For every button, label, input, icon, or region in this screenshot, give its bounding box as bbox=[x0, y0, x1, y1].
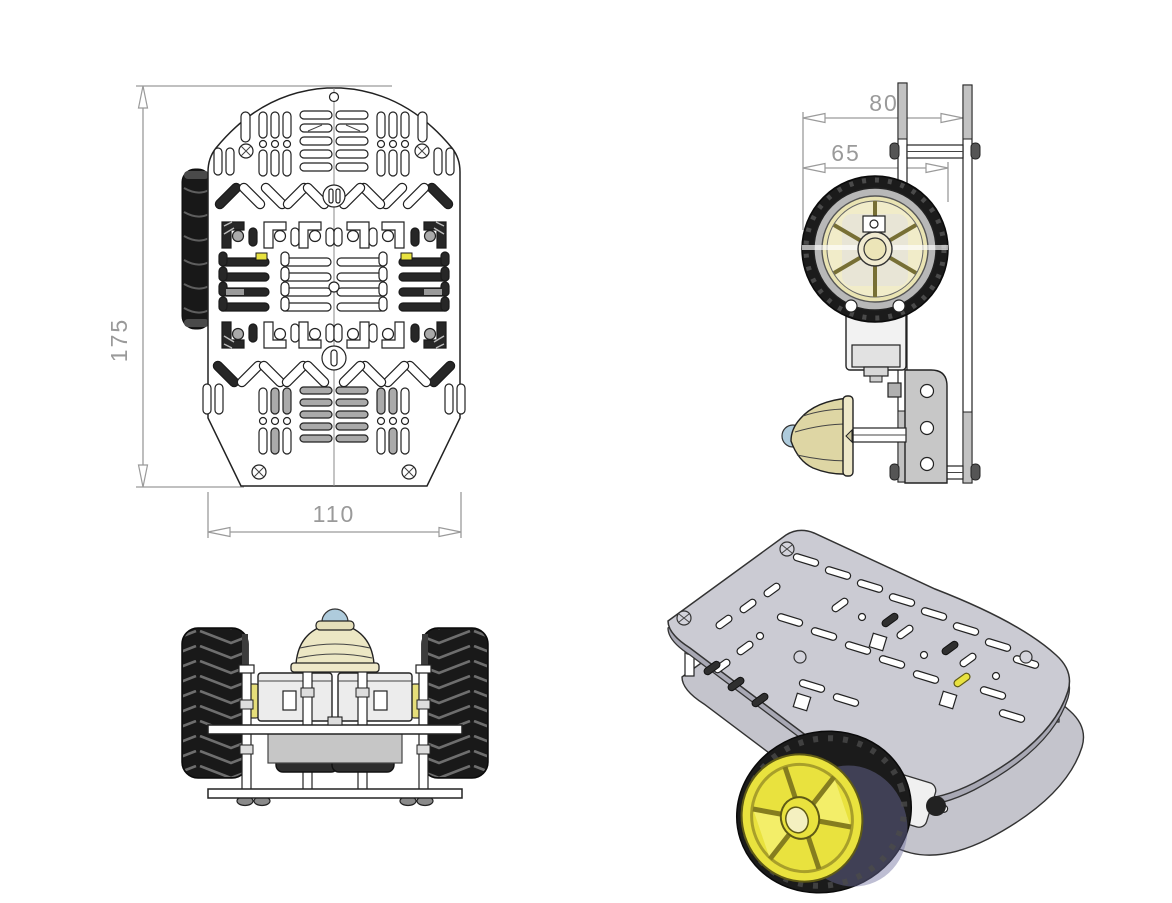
dimension-wheel-65: 65 bbox=[802, 140, 949, 202]
caster-assembly-front bbox=[290, 608, 380, 673]
iso-slot-pattern bbox=[676, 541, 1041, 724]
front-view bbox=[181, 608, 489, 807]
dim-65-label: 65 bbox=[831, 140, 861, 166]
plate-screw bbox=[251, 464, 267, 480]
battery-holder bbox=[267, 732, 403, 764]
top-view: 175 110 bbox=[106, 85, 465, 538]
slot-pattern-left bbox=[202, 110, 335, 480]
upper-plate-edge bbox=[962, 84, 973, 484]
isometric-view bbox=[667, 529, 1085, 894]
wheel-side bbox=[801, 175, 949, 323]
dim-175-label: 175 bbox=[106, 318, 132, 362]
caster-bracket bbox=[887, 369, 948, 484]
hub-through-slot-highlight bbox=[255, 252, 268, 261]
motor-front bbox=[257, 672, 333, 722]
lower-plate-front bbox=[207, 788, 463, 799]
dim-110-label: 110 bbox=[313, 501, 356, 527]
wheel-iso bbox=[735, 730, 913, 894]
iso-screws bbox=[676, 541, 1033, 664]
caster-housing bbox=[790, 397, 850, 475]
center-tab bbox=[327, 716, 343, 726]
plate-screw bbox=[238, 143, 254, 159]
side-view: 80 65 bbox=[781, 82, 981, 484]
wheel-top-left bbox=[181, 168, 212, 330]
caster-assembly-side bbox=[781, 395, 907, 477]
dimension-overall-80: 80 bbox=[802, 90, 964, 230]
top-view-half-left bbox=[181, 168, 212, 330]
dimension-length-175: 175 bbox=[106, 85, 392, 488]
plate-center-holes bbox=[321, 91, 347, 371]
motor-side bbox=[845, 311, 907, 383]
dimension-width-110: 110 bbox=[207, 492, 462, 538]
dim-80-label: 80 bbox=[869, 90, 899, 116]
tire-front-left bbox=[181, 627, 249, 779]
upper-plate-front bbox=[207, 724, 463, 735]
caster-ball-front bbox=[321, 608, 349, 623]
standoff-top bbox=[889, 142, 981, 160]
